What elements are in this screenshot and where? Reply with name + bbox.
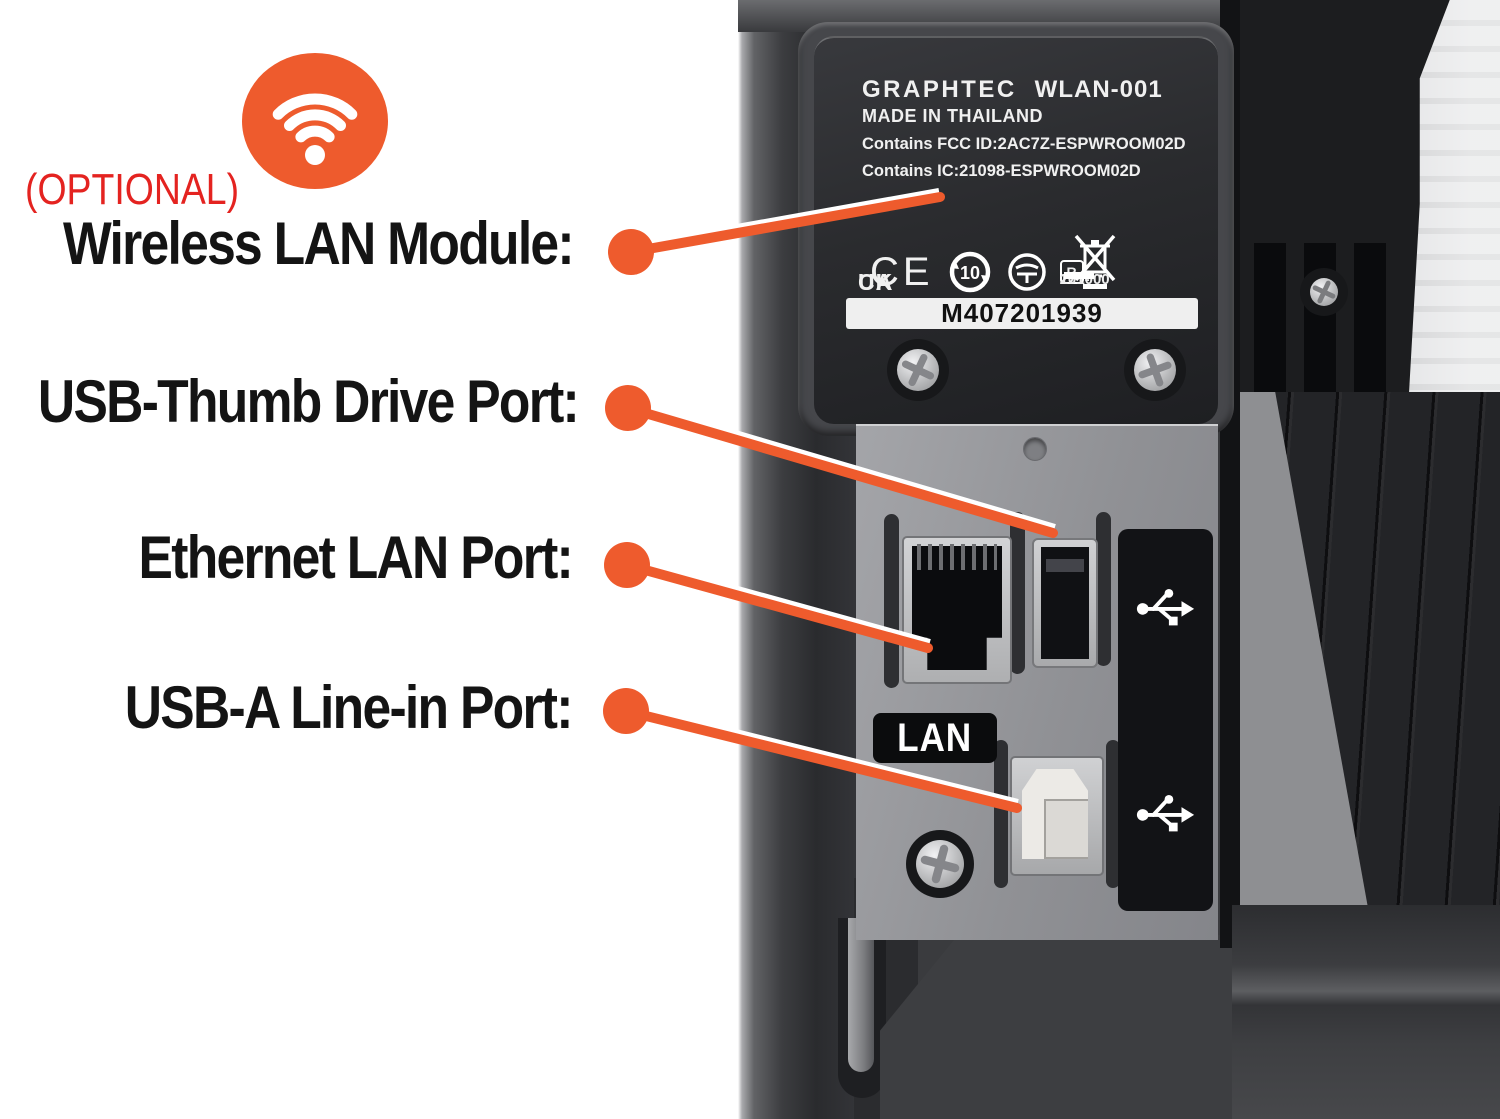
- label-wireless-lan-module: Wireless LAN Module:: [63, 210, 575, 277]
- phillips-screw-icon: [1124, 339, 1186, 401]
- ethernet-lan-port: [902, 536, 1012, 684]
- phillips-cross-icon: [1138, 353, 1172, 387]
- panel-slot: [994, 740, 1008, 888]
- usb-a-line-in-port: [1010, 756, 1104, 876]
- serial-number-strip: M407201939: [846, 298, 1198, 329]
- usb-b-connector: [1022, 769, 1088, 859]
- phillips-screw-icon: [1300, 268, 1348, 316]
- bracket-fin: [1304, 243, 1336, 392]
- origin-text: MADE IN THAILAND: [862, 106, 1043, 126]
- rj45-pins: [916, 544, 998, 570]
- plotter-rear-photo: GRAPHTEC WLAN-001 MADE IN THAILAND Conta…: [738, 0, 1500, 1119]
- lan-port-label-text: LAN: [897, 715, 973, 760]
- wlan-module: GRAPHTEC WLAN-001 MADE IN THAILAND Conta…: [814, 36, 1218, 424]
- phillips-cross-icon: [920, 844, 960, 884]
- panel-slot: [1096, 512, 1111, 666]
- ukca-top: UK: [858, 269, 894, 295]
- giteki-mark-icon: [1007, 253, 1046, 291]
- machine-base-left: [880, 935, 1234, 1119]
- phillips-cross-icon: [1312, 280, 1336, 304]
- machine-base-right: [1232, 905, 1500, 1119]
- panel-slot: [1106, 740, 1120, 888]
- callout-dot-usb-line-in: [603, 688, 649, 734]
- usb-label-strip: [1118, 529, 1213, 911]
- lan-port-label: LAN: [873, 713, 997, 763]
- callout-dot-wlan: [608, 229, 654, 275]
- module-brand-row: GRAPHTEC WLAN-001: [862, 76, 1163, 104]
- phillips-screw-icon: [887, 339, 949, 401]
- phillips-screw-icon: [906, 830, 974, 898]
- optional-note: (OPTIONAL): [25, 165, 240, 214]
- model-number: WLAN-001: [1034, 76, 1163, 103]
- callout-dot-usb-thumb: [605, 385, 651, 431]
- brand-logo: GRAPHTEC: [862, 76, 1017, 103]
- recycle-loop-icon: 10: [949, 251, 990, 293]
- usb-trident-icon: [1136, 589, 1195, 626]
- usb-a-tongue: [1046, 559, 1084, 572]
- usb-b-slot: [1044, 799, 1088, 859]
- panel-slot: [1010, 512, 1025, 674]
- ic-id-text: Contains IC:21098-ESPWROOM02D: [862, 162, 1141, 180]
- phillips-cross-icon: [901, 353, 935, 387]
- recycle-years: 10: [960, 263, 980, 283]
- usb-trident-icon: [1136, 795, 1195, 832]
- label-usb-thumb-drive-port: USB-Thumb Drive Port:: [37, 368, 580, 435]
- certification-row: UK CA CE 10 R 201-: [858, 234, 1198, 302]
- bracket-fin: [1254, 243, 1286, 392]
- label-usb-a-line-in-port: USB-A Line-in Port:: [125, 674, 574, 741]
- radio-code-bar: [1063, 272, 1094, 279]
- panel-slot: [884, 514, 899, 688]
- serial-number: M407201939: [941, 298, 1103, 328]
- panel-hole: [1023, 437, 1047, 461]
- connector-panel: LAN: [856, 424, 1218, 940]
- finned-bracket: [1240, 0, 1450, 392]
- label-ethernet-lan-port: Ethernet LAN Port:: [138, 524, 574, 591]
- usb-thumb-drive-port: [1032, 538, 1098, 668]
- ukca-bottom: CA: [858, 269, 894, 295]
- bracket-fin: [1354, 243, 1386, 392]
- usb-a-opening: [1041, 547, 1089, 659]
- wifi-icon: [242, 53, 388, 189]
- fcc-id-text: Contains FCC ID:2AC7Z-ESPWROOM02D: [862, 135, 1186, 153]
- callout-dot-ethernet: [604, 542, 650, 588]
- hinge-pin: [848, 918, 874, 1072]
